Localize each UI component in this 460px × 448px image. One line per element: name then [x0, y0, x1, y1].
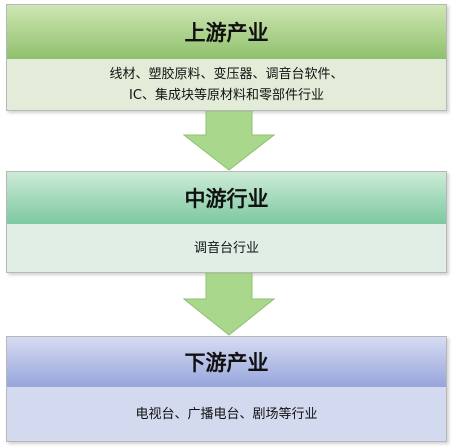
midstream-title: 中游行业	[7, 172, 446, 225]
down-arrow-1-shape	[183, 111, 275, 171]
downstream-block: 下游产业 电视台、广播电台、剧场等行业	[6, 336, 447, 442]
midstream-line-1: 调音台行业	[193, 240, 259, 256]
upstream-line-2: IC、集成块等原材料和零部件行业	[129, 87, 324, 103]
midstream-block: 中游行业 调音台行业	[6, 171, 447, 273]
downstream-line-1: 电视台、广播电台、剧场等行业	[135, 406, 318, 422]
down-arrow-1	[183, 111, 275, 171]
downstream-description: 电视台、广播电台、剧场等行业	[7, 387, 446, 441]
downstream-title: 下游产业	[7, 337, 446, 388]
down-arrow-2-shape	[183, 273, 275, 336]
upstream-line-1: 线材、塑胶原料、变压器、调音台软件、	[109, 66, 344, 82]
upstream-description: 线材、塑胶原料、变压器、调音台软件、 IC、集成块等原材料和零部件行业	[7, 59, 446, 110]
down-arrow-2	[183, 273, 275, 336]
upstream-title: 上游产业	[7, 5, 446, 60]
midstream-description: 调音台行业	[7, 224, 446, 272]
upstream-block: 上游产业 线材、塑胶原料、变压器、调音台软件、 IC、集成块等原材料和零部件行业	[6, 4, 447, 111]
